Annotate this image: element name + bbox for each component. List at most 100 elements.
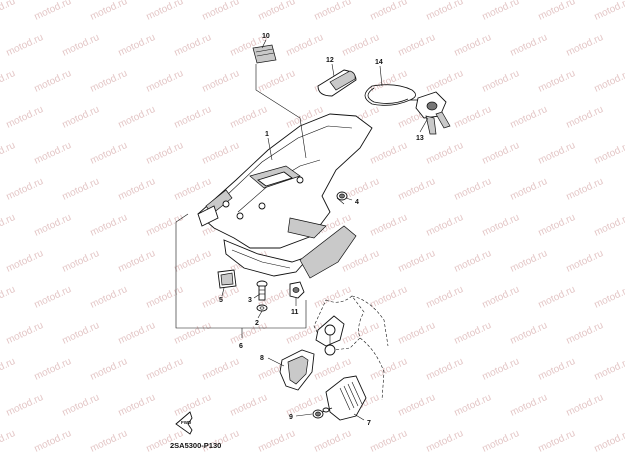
callout-8[interactable]: 8 [260, 355, 264, 362]
watermark-text: motod.ru [145, 284, 185, 311]
watermark-text: motod.ru [509, 248, 549, 275]
watermark-text: motod.ru [509, 392, 549, 419]
watermark-text: motod.ru [0, 356, 17, 383]
watermark-text: motod.ru [145, 356, 185, 383]
watermark-text: motod.ru [369, 212, 409, 239]
watermark-text: motod.ru [313, 0, 353, 23]
watermark-text: motod.ru [33, 140, 73, 167]
watermark-text: motod.ru [369, 428, 409, 455]
watermark-text: motod.ru [537, 0, 577, 23]
watermark-text: motod.ru [117, 176, 157, 203]
watermark-text: motod.ru [453, 248, 493, 275]
part-10-sticker[interactable] [252, 44, 277, 64]
frame-reference [313, 295, 389, 401]
part-1-rear-fender[interactable] [197, 113, 373, 249]
part-13-lock[interactable] [415, 91, 451, 135]
watermark-text: motod.ru [397, 176, 437, 203]
watermark-text: motod.ru [537, 68, 577, 95]
watermark-text: motod.ru [5, 32, 45, 59]
watermark-text: motod.ru [593, 212, 625, 239]
watermark-text: motod.ru [33, 356, 73, 383]
watermark-text: motod.ru [89, 356, 129, 383]
watermark-text: motod.ru [481, 140, 521, 167]
watermark-text: motod.ru [229, 104, 269, 131]
callout-6[interactable]: 6 [239, 343, 243, 350]
watermark-text: motod.ru [425, 284, 465, 311]
callout-5[interactable]: 5 [219, 297, 223, 304]
watermark-text: motod.ru [397, 320, 437, 347]
watermark-text: motod.ru [89, 284, 129, 311]
watermark-text: motod.ru [0, 284, 17, 311]
watermark-text: motod.ru [481, 0, 521, 23]
part-12-cover[interactable] [317, 69, 357, 97]
part-11-nut[interactable] [289, 281, 305, 299]
watermark-text: motod.ru [61, 104, 101, 131]
watermark-text: motod.ru [173, 104, 213, 131]
watermark-text: motod.ru [5, 320, 45, 347]
callout-4[interactable]: 4 [355, 199, 359, 206]
watermark-text: motod.ru [285, 32, 325, 59]
watermark-text: motod.ru [425, 0, 465, 23]
watermark-text: motod.ru [593, 284, 625, 311]
part-3-bolt[interactable] [256, 280, 268, 301]
watermark-text: motod.ru [0, 68, 17, 95]
watermark-text: motod.ru [369, 140, 409, 167]
callout-3[interactable]: 3 [248, 297, 252, 304]
watermark-text: motod.ru [117, 248, 157, 275]
callout-7[interactable]: 7 [367, 420, 371, 427]
diagram-footer: FWD 2SA5300-P130 [170, 411, 221, 450]
watermark-text: motod.ru [341, 176, 381, 203]
watermark-text: motod.ru [173, 320, 213, 347]
part-9-bolt[interactable] [312, 407, 333, 419]
watermark-text: motod.ru [453, 392, 493, 419]
watermark-text: motod.ru [509, 320, 549, 347]
watermark-text: motod.ru [145, 212, 185, 239]
watermark-text: motod.ru [0, 0, 17, 23]
part-7-plate[interactable] [325, 375, 367, 421]
watermark-text: motod.ru [89, 68, 129, 95]
callout-12[interactable]: 12 [326, 57, 334, 64]
watermark-text: motod.ru [0, 212, 17, 239]
watermark-text: motod.ru [5, 392, 45, 419]
part-5-reflector[interactable] [217, 269, 237, 289]
watermark-text: motod.ru [201, 0, 241, 23]
part-2-washer[interactable] [256, 304, 268, 312]
watermark-text: motod.ru [201, 68, 241, 95]
callout-13[interactable]: 13 [416, 135, 424, 142]
callout-1[interactable]: 1 [265, 131, 269, 138]
callout-9[interactable]: 9 [289, 414, 293, 421]
watermark-text: motod.ru [61, 176, 101, 203]
callout-14[interactable]: 14 [375, 59, 383, 66]
svg-text:FWD: FWD [181, 420, 192, 425]
callout-labels: 10 1 12 14 13 4 5 3 2 11 6 8 7 9 [219, 33, 424, 427]
watermark-text: motod.ru [565, 392, 605, 419]
watermark-text: motod.ru [453, 104, 493, 131]
watermark-text: motod.ru [481, 356, 521, 383]
watermark-text: motod.ru [257, 428, 297, 455]
watermark-text: motod.ru [61, 248, 101, 275]
watermark-text: motod.ru [33, 428, 73, 455]
watermark-text: motod.ru [593, 140, 625, 167]
watermark-text: motod.ru [5, 176, 45, 203]
watermark-text: motod.ru [33, 284, 73, 311]
watermark-text: motod.ru [425, 212, 465, 239]
watermark-text: motod.ru [565, 104, 605, 131]
part-6-mud-flap[interactable] [223, 225, 357, 279]
watermark-text: motod.ru [61, 320, 101, 347]
watermark-text: motod.ru [341, 32, 381, 59]
watermark-text: motod.ru [593, 68, 625, 95]
watermark-text: motod.ru [369, 356, 409, 383]
callout-11[interactable]: 11 [291, 309, 299, 316]
watermark-text: motod.ru [33, 212, 73, 239]
callout-2[interactable]: 2 [255, 320, 259, 327]
watermark-text: motod.ru [453, 32, 493, 59]
watermark-text: motod.ru [89, 0, 129, 23]
watermark-text: motod.ru [0, 140, 17, 167]
assembly-bracket [175, 213, 307, 338]
watermark-text: motod.ru [537, 428, 577, 455]
part-8-guard[interactable] [279, 349, 315, 391]
part-4-screw[interactable] [336, 191, 348, 205]
callout-10[interactable]: 10 [262, 33, 270, 40]
watermark-text: motod.ru [509, 32, 549, 59]
